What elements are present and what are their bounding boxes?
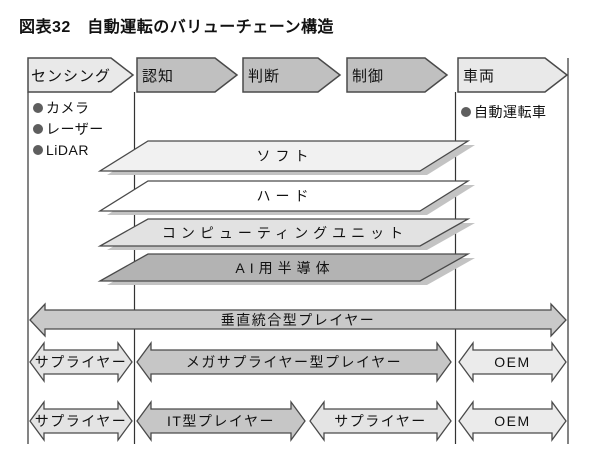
bullet-icon xyxy=(33,144,43,155)
sensing-item-label: LiDAR xyxy=(46,141,89,158)
vehicle-item-label: 自動運転車 xyxy=(474,103,547,120)
list-item: カメラ xyxy=(33,97,104,118)
arrow-label-vehicle: 車両 xyxy=(463,67,496,85)
sensing-item-list: カメラ レーザー LiDAR xyxy=(33,97,104,160)
player-arrow-vertical-integrated xyxy=(29,302,567,338)
layer-label-ai-semiconductor: AI用半導体 xyxy=(235,259,335,276)
sensing-item-label: カメラ xyxy=(46,99,90,116)
layer-soft xyxy=(97,140,471,172)
list-item: 自動運転車 xyxy=(461,101,547,122)
arrow-label-sensing: センシング xyxy=(30,67,111,85)
layer-ai-chip xyxy=(97,253,471,282)
player-arrow-supplier-row3-mid xyxy=(309,400,452,442)
player-label-it-player: IT型プレイヤー xyxy=(166,413,276,429)
player-arrow-supplier-row2 xyxy=(29,341,133,383)
player-arrow-it-player xyxy=(136,400,306,442)
arrow-label-control: 制御 xyxy=(352,67,385,85)
layer-label-computing-unit: コンピューティングユニット xyxy=(161,224,409,241)
chevron-vehicle xyxy=(457,57,569,93)
bullet-icon xyxy=(33,102,43,113)
player-arrow-oem-row3 xyxy=(458,400,567,442)
arrow-label-recognition: 認知 xyxy=(142,67,175,85)
player-arrow-supplier-row3-left xyxy=(29,400,133,442)
chevron-control xyxy=(346,57,449,93)
layer-label-soft: ソフト xyxy=(256,148,314,164)
chevron-sensing xyxy=(27,57,135,93)
bullet-icon xyxy=(33,123,43,134)
chevron-judgment xyxy=(242,57,342,93)
vehicle-item-list: 自動運転車 xyxy=(461,101,547,122)
player-label-vertical-integrated: 垂直統合型プレイヤー xyxy=(220,312,376,328)
player-label-supplier-row2: サプライヤー xyxy=(34,354,128,370)
list-item: LiDAR xyxy=(33,139,104,160)
player-label-oem-row3: OEM xyxy=(494,413,531,429)
layer-label-hard: ハード xyxy=(256,188,314,204)
list-item: レーザー xyxy=(33,118,104,139)
sensing-item-label: レーザー xyxy=(46,120,104,137)
bullet-icon xyxy=(461,106,471,117)
layer-hard xyxy=(97,180,471,212)
arrow-label-judgment: 判断 xyxy=(248,67,281,85)
player-label-supplier-row3-mid: サプライヤー xyxy=(334,413,427,429)
player-arrow-oem-row2 xyxy=(458,341,567,383)
player-label-mega-supplier: メガサプライヤー型プレイヤー xyxy=(185,354,403,370)
chevron-recognition xyxy=(136,57,239,93)
player-label-supplier-row3-left: サプライヤー xyxy=(34,413,128,429)
player-arrow-mega-supplier xyxy=(136,341,452,383)
figure-title: 図表32 自動運転のバリューチェーン構造 xyxy=(19,19,334,36)
layer-computing xyxy=(97,218,471,247)
player-label-oem-row2: OEM xyxy=(494,354,531,370)
